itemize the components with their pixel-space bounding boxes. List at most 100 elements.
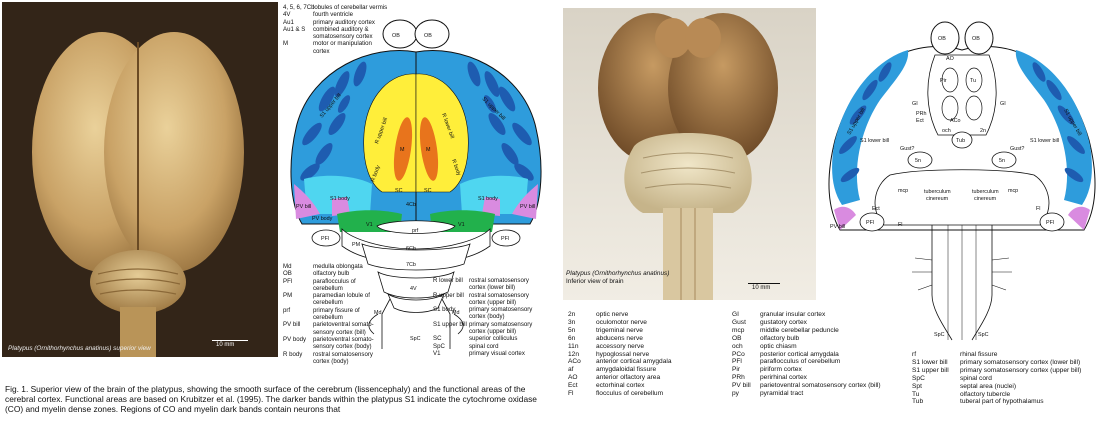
label-v1-right: V1 (458, 222, 465, 228)
legend-row: cerebellum (283, 285, 374, 292)
label-tu: Tu (970, 78, 976, 84)
label-ob-left: OB (392, 33, 400, 39)
scale-bar-label: 10 mm (752, 285, 770, 291)
legend-row: S1 bodyprimary somatosensory (433, 306, 532, 313)
label-pv-bill-left: PV bill (296, 204, 311, 210)
label-sc-left: SC (395, 188, 403, 194)
label-s1-lower-left: S1 lower bill (860, 138, 889, 144)
label-6cb: 6Cb (406, 246, 416, 252)
label-md-left: Md (374, 310, 382, 316)
photo-caption-line2: Inferior view of brain (566, 278, 624, 285)
legend-row: sensory cortex (bill) (283, 329, 374, 336)
label-ob-right: OB (972, 36, 980, 42)
legend-row: cortex (upper bill) (433, 328, 532, 335)
label-tub: Tub (956, 138, 965, 144)
label-pfl-left: PFl (866, 220, 874, 226)
label-och: och (942, 128, 951, 134)
label-tuberculum-right-1: tuberculum (972, 189, 999, 195)
label-4cb: 4Cb (406, 202, 416, 208)
label-pv-bill: PV bill (830, 224, 845, 230)
legend-row: 12nhypoglossal nerve (568, 351, 672, 359)
figure-1-caption: Fig. 1. Superior view of the brain of th… (5, 384, 550, 415)
scale-bar (212, 340, 248, 341)
legend-row: ochoptic chiasm (732, 343, 881, 351)
label-aco: ACo (950, 118, 961, 124)
label-fl-right: Fl (1036, 206, 1041, 212)
label-gust-right: Gust? (1010, 146, 1024, 152)
label-v1-left: V1 (366, 222, 373, 228)
label-spc-right: SpC (978, 332, 989, 338)
legend-row: cortex (body) (283, 358, 374, 365)
label-fl-left: Fl (898, 222, 903, 228)
photo-caption: Platypus (Ornithorhynchus anatinus) supe… (8, 345, 151, 352)
label-ob-right: OB (424, 33, 432, 39)
legend-row: cortex (lower bill) (433, 284, 532, 291)
legend-row: sensory cortex (body) (283, 343, 374, 350)
legend-row: Mdmedulla oblongata (283, 263, 374, 270)
label-pfl-right: PFl (501, 236, 509, 242)
label-ob-left: OB (938, 36, 946, 42)
legend-row: Pirpiriform cortex (732, 366, 881, 374)
label-m-right: M (426, 147, 431, 153)
label-s1-body-right: S1 body (478, 196, 498, 202)
label-pfl-right: PFl (1046, 220, 1054, 226)
label-prf: prf (412, 228, 419, 234)
legend-row: cortex (upper bill) (433, 299, 532, 306)
label-pir: Pir (940, 78, 947, 84)
label-ao: AO (946, 56, 954, 62)
inferior-brain-photo (563, 8, 816, 300)
label-spc-left: SpC (934, 332, 945, 338)
legend-row: ACoanterior cortical amygdala (568, 358, 672, 366)
label-tuberculum-right-2: cinereum (974, 196, 997, 202)
fig1-legend-bottom-right: R lower billrostral somatosensory cortex… (433, 277, 532, 357)
label-5n-left: 5n (915, 158, 921, 164)
label-pv-bill-right: PV bill (520, 204, 535, 210)
label-5n-right: 5n (999, 158, 1005, 164)
label-gust-left: Gust? (900, 146, 914, 152)
label-sc-right: SC (424, 188, 432, 194)
label-mcp-left: mcp (898, 188, 908, 194)
label-tuberculum-left-2: cinereum (926, 196, 949, 202)
label-tuberculum-left-1: tuberculum (924, 189, 951, 195)
label-mcp-right: mcp (1008, 188, 1018, 194)
label-ect-left: Ect (872, 206, 880, 212)
label-gi-right: GI (1000, 101, 1006, 107)
label-ect: Ect (916, 118, 924, 124)
scale-bar-label: 10 mm (216, 342, 234, 348)
inferior-functional-map: S1 upper bill S1 upper bill S1 lower bil… (820, 10, 1104, 345)
legend-row: cerebellum (283, 314, 374, 321)
label-s1-lower-right: S1 lower bill (1030, 138, 1059, 144)
label-pfl-left: PFl (321, 236, 329, 242)
photo-caption-line1: Platypus (Ornithorhynchus anatinus) (566, 270, 669, 277)
legend-row: cerebellum (283, 299, 374, 306)
label-gi: GI (912, 101, 918, 107)
legend-row: cortex (body) (433, 313, 532, 320)
